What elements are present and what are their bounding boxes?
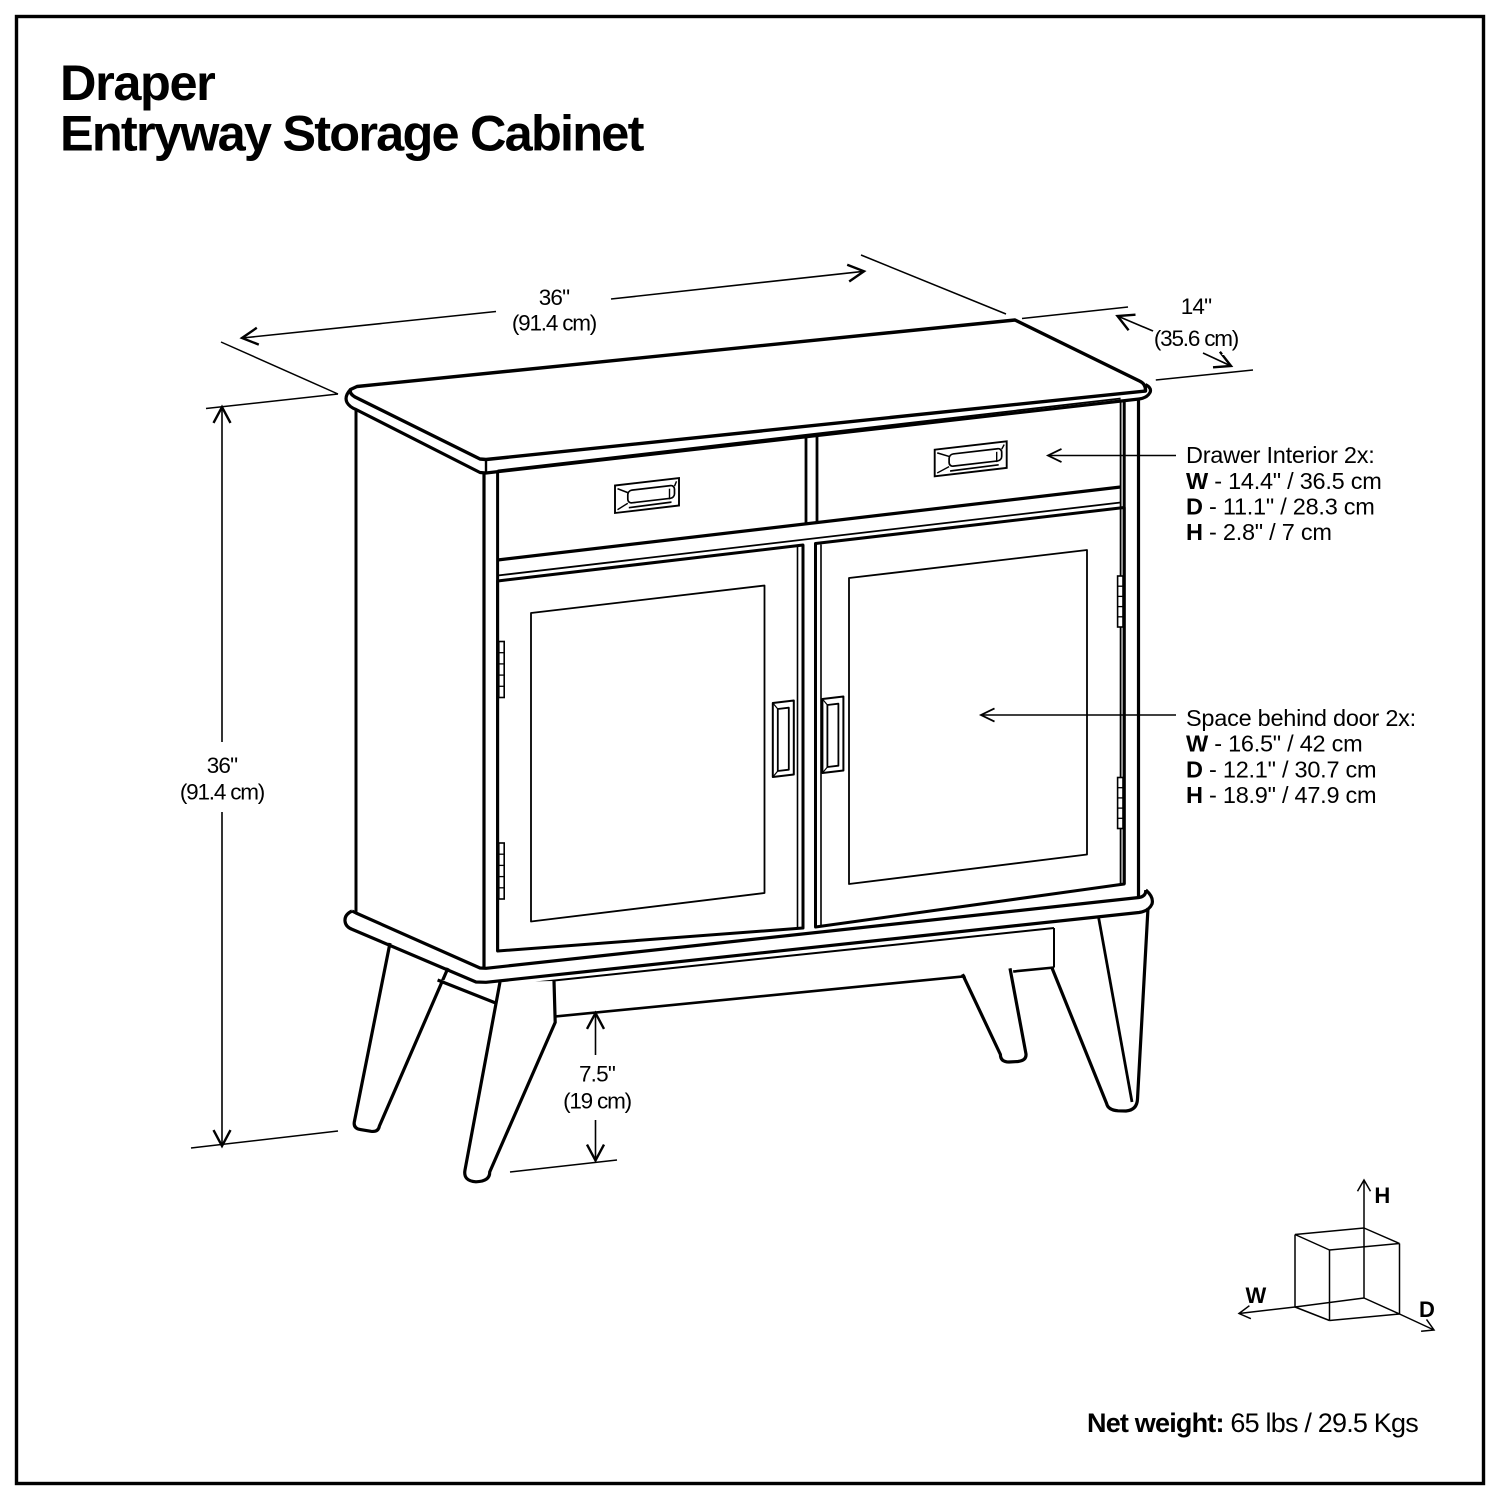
svg-text:H - 2.8" / 7 cm: H - 2.8" / 7 cm [1186, 519, 1332, 545]
svg-text:Entryway Storage Cabinet: Entryway Storage Cabinet [60, 105, 645, 162]
svg-text:W: W [1245, 1283, 1266, 1308]
svg-text:Drawer Interior 2x:: Drawer Interior 2x: [1186, 442, 1375, 468]
svg-text:(91.4 cm): (91.4 cm) [512, 311, 597, 336]
svg-text:(35.6 cm): (35.6 cm) [1154, 326, 1239, 351]
svg-text:D - 12.1" / 30.7 cm: D - 12.1" / 30.7 cm [1186, 757, 1376, 783]
svg-text:W - 14.4" / 36.5 cm: W - 14.4" / 36.5 cm [1186, 468, 1382, 494]
svg-text:(19 cm): (19 cm) [563, 1089, 632, 1114]
svg-text:D: D [1419, 1297, 1435, 1322]
svg-text:H - 18.9" / 47.9 cm: H - 18.9" / 47.9 cm [1186, 782, 1376, 808]
svg-text:14": 14" [1181, 294, 1212, 319]
svg-text:W - 16.5" / 42 cm: W - 16.5" / 42 cm [1186, 731, 1362, 757]
svg-text:H: H [1374, 1183, 1390, 1208]
svg-text:(91.4 cm): (91.4 cm) [180, 780, 265, 805]
svg-text:D - 11.1" / 28.3 cm: D - 11.1" / 28.3 cm [1186, 494, 1375, 520]
svg-text:Space behind door 2x:: Space behind door 2x: [1186, 705, 1416, 731]
svg-text:36": 36" [207, 753, 238, 778]
svg-text:Draper: Draper [60, 54, 215, 111]
svg-text:36": 36" [539, 285, 570, 310]
svg-text:Net weight: 65 lbs / 29.5 Kgs: Net weight: 65 lbs / 29.5 Kgs [1087, 1408, 1418, 1438]
svg-text:7.5": 7.5" [579, 1062, 616, 1087]
